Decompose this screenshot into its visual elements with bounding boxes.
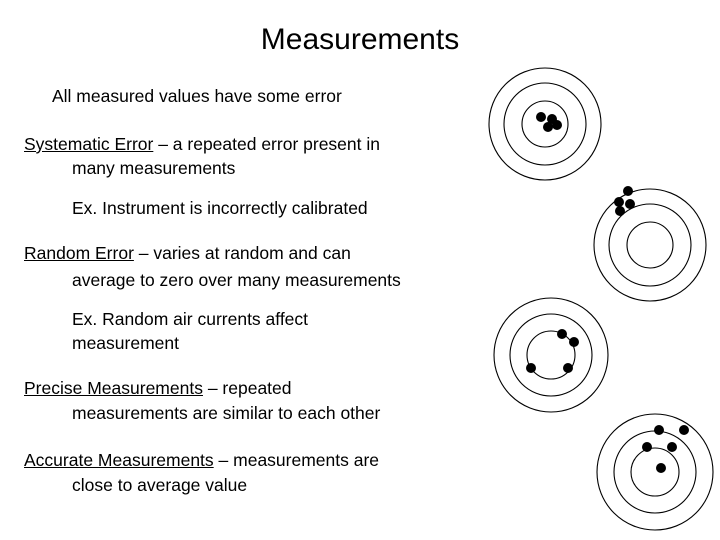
measurement-dot-3	[667, 442, 677, 452]
measurement-dot-1	[654, 425, 664, 435]
systematic-error-term: Systematic Error	[24, 134, 154, 154]
target-ring-2	[503, 82, 587, 166]
measurement-dot-1	[557, 329, 567, 339]
random-error-term: Random Error	[24, 243, 134, 263]
random-error-line-1-rest: – varies at random and can	[133, 243, 351, 263]
accurate-measurements-term: Accurate Measurements	[24, 450, 214, 470]
target-ring-2	[509, 313, 593, 397]
accurate-measurements-line-2-label: close to average value	[72, 475, 248, 495]
target-ring-3	[626, 221, 674, 269]
measurement-dot-3	[526, 363, 536, 373]
measurement-dot-4	[563, 363, 573, 373]
target-not-precise-not-accurate	[596, 413, 714, 531]
precise-measurements-line-1-rest: – repeated	[202, 378, 292, 398]
intro-text: All measured values have some error	[52, 86, 342, 107]
intro-label: All measured values have some error	[52, 86, 342, 106]
page-title: Measurements	[260, 23, 460, 56]
measurement-dot-2	[679, 425, 689, 435]
measurement-dot-1	[623, 186, 633, 196]
systematic-error-line-1-rest: – a repeated error present in	[153, 134, 380, 154]
target-ring-3	[521, 100, 569, 148]
target-accurate-not-precise	[493, 297, 609, 413]
target-precise-and-accurate	[488, 67, 602, 181]
measurement-dot-4	[552, 120, 562, 130]
accurate-measurements-line-1: Accurate Measurements – measurements are	[24, 450, 379, 471]
target-ring-1	[493, 297, 609, 413]
target-precise-not-accurate	[593, 186, 707, 302]
measurement-dot-2	[614, 197, 624, 207]
precise-measurements-line-1: Precise Measurements – repeated	[24, 378, 292, 399]
measurement-dot-5	[656, 463, 666, 473]
precise-measurements-line-2-label: measurements are similar to each other	[72, 403, 381, 423]
random-error-example-line-2-label: measurement	[72, 333, 179, 353]
target-ring-3	[526, 330, 576, 380]
systematic-error-line-2: many measurements	[72, 158, 235, 179]
systematic-error-example: Ex. Instrument is incorrectly calibrated	[72, 198, 368, 219]
target-ring-2	[608, 203, 692, 287]
accurate-measurements-line-2: close to average value	[72, 475, 247, 496]
target-ring-2	[613, 430, 697, 514]
target-ring-1	[596, 413, 714, 531]
measurement-dot-3	[543, 122, 553, 132]
random-error-line-2: average to zero over many measurements	[72, 270, 401, 291]
random-error-example-line-1: Ex. Random air currents affect	[72, 309, 308, 330]
measurement-dot-2	[569, 337, 579, 347]
measurement-dot-4	[642, 442, 652, 452]
target-ring-3	[630, 447, 680, 497]
measurement-dot-4	[615, 206, 625, 216]
precise-measurements-line-2: measurements are similar to each other	[72, 403, 380, 424]
random-error-line-2-label: average to zero over many measurements	[72, 270, 401, 290]
random-error-line-1: Random Error – varies at random and can	[24, 243, 351, 264]
target-ring-1	[593, 188, 707, 302]
systematic-error-example-label: Ex. Instrument is incorrectly calibrated	[72, 198, 368, 218]
measurement-dot-3	[625, 199, 635, 209]
systematic-error-line-2-label: many measurements	[72, 158, 236, 178]
accurate-measurements-line-1-rest: – measurements are	[213, 450, 380, 470]
systematic-error-line-1: Systematic Error – a repeated error pres…	[24, 134, 380, 155]
measurement-dot-1	[536, 112, 546, 122]
random-error-example-line-2: measurement	[72, 333, 179, 354]
precise-measurements-term: Precise Measurements	[24, 378, 203, 398]
random-error-example-line-1-label: Ex. Random air currents affect	[72, 309, 309, 329]
target-ring-1	[488, 67, 602, 181]
